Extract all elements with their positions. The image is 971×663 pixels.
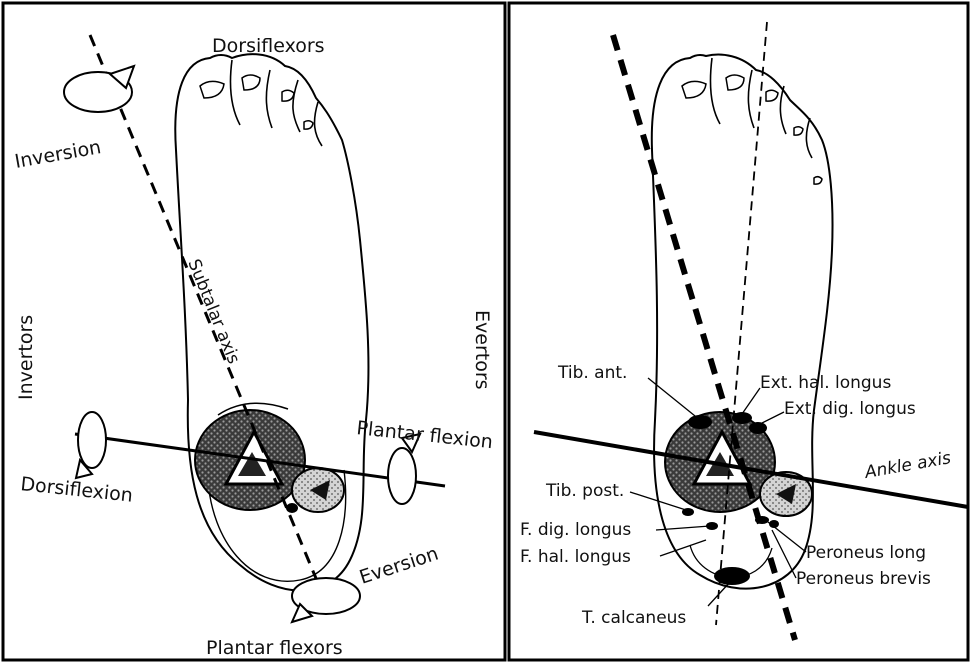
label-plantar-flexion: Plantar flexion — [355, 417, 493, 453]
label-peroneus-brevis: Peroneus brevis — [796, 569, 931, 589]
left-eversion-rotation-icon — [292, 578, 360, 622]
label-f-dig-longus: F. dig. longus — [520, 520, 631, 540]
left-panel: Dorsiflexors Inversion Subtalar axis Inv… — [13, 35, 494, 659]
label-inversion: Inversion — [13, 136, 103, 173]
label-invertors: Invertors — [15, 315, 37, 400]
label-ext-dig-longus: Ext. dig. longus — [784, 399, 916, 419]
label-evertors: Evertors — [471, 310, 493, 390]
label-tib-post: Tib. post. — [545, 481, 624, 501]
label-tib-ant: Tib. ant. — [557, 363, 627, 383]
label-ankle-axis: Ankle axis — [862, 448, 952, 483]
right-panel: Tib. ant. Ext. hal. longus Ext. dig. lon… — [520, 22, 968, 640]
label-peroneus-long: Peroneus long — [806, 543, 926, 563]
label-t-calcaneus: T. calcaneus — [581, 608, 686, 628]
left-dorsiflexion-rotation-icon — [76, 412, 106, 478]
left-inversion-rotation-icon — [64, 66, 134, 112]
label-eversion: Eversion — [357, 543, 441, 589]
label-ext-hal-longus: Ext. hal. longus — [760, 373, 891, 393]
label-dorsiflexion: Dorsiflexion — [19, 473, 133, 507]
label-dorsiflexors: Dorsiflexors — [212, 35, 325, 57]
left-foot-outline — [175, 54, 368, 590]
label-f-hal-longus: F. hal. longus — [520, 547, 631, 567]
label-plantar-flexors: Plantar flexors — [206, 637, 343, 659]
